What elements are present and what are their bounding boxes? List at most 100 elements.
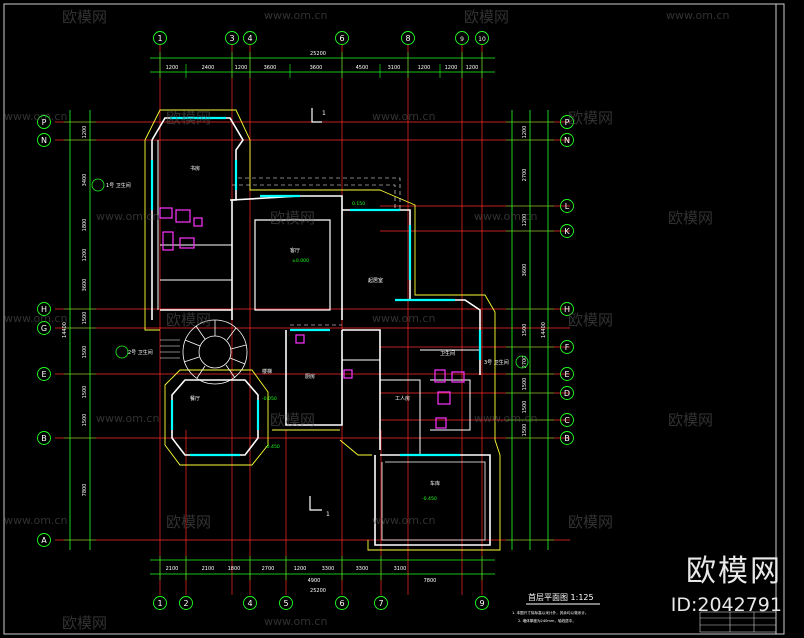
watermark-brand: 欧模网 xyxy=(166,513,212,531)
svg-text:E: E xyxy=(564,370,569,379)
watermark-url: www.om.cn xyxy=(372,110,436,123)
callout-bubbles xyxy=(91,178,529,369)
svg-text:3400: 3400 xyxy=(82,174,88,187)
svg-text:-0.450: -0.450 xyxy=(265,444,280,450)
svg-text:1500: 1500 xyxy=(82,312,88,325)
svg-text:7800: 7800 xyxy=(82,484,88,497)
dim-bottom-seg: 2700 xyxy=(262,566,275,572)
dim-bottom-seg: 3100 xyxy=(394,566,407,572)
svg-text:工人房: 工人房 xyxy=(395,395,410,402)
svg-text:1: 1 xyxy=(322,110,326,117)
dim-top-seg: 1200 xyxy=(466,65,479,71)
svg-text:7: 7 xyxy=(378,599,383,608)
svg-text:-0.450: -0.450 xyxy=(422,496,437,502)
svg-text:1200: 1200 xyxy=(522,126,528,139)
watermark-url: www.om.cn xyxy=(96,412,160,425)
svg-text:3: 3 xyxy=(229,34,234,43)
svg-text:B: B xyxy=(41,434,47,443)
svg-text:3600: 3600 xyxy=(522,264,528,277)
svg-text:N: N xyxy=(41,136,47,145)
svg-text:L: L xyxy=(565,202,570,211)
svg-text:1500: 1500 xyxy=(82,386,88,399)
svg-text:H: H xyxy=(564,305,570,314)
watermark-brand: 欧模网 xyxy=(464,8,510,26)
dim-top-seg: 3100 xyxy=(388,65,401,71)
dim-bottom-seg: 2100 xyxy=(202,566,215,572)
watermark-url: www.om.cn xyxy=(4,514,68,527)
dim-bottom-seg: 4900 xyxy=(308,578,321,584)
dim-bottom-seg: 3300 xyxy=(322,566,335,572)
svg-text:C: C xyxy=(564,416,570,425)
axis-bubble-labels-right: P N L K H F E D C B xyxy=(564,118,570,443)
svg-text:9: 9 xyxy=(460,36,464,43)
axis-bubble-labels-top: 1 3 4 6 8 9 10 xyxy=(157,34,486,43)
axis-bubbles-bottom xyxy=(153,596,489,610)
dim-bottom-seg: 7800 xyxy=(424,578,437,584)
axis-bubble-labels-bottom: 1 2 4 5 6 7 9 xyxy=(157,599,484,608)
svg-text:1200: 1200 xyxy=(82,126,88,139)
dim-top-seg: 3600 xyxy=(264,65,277,71)
section-marks xyxy=(309,108,322,511)
svg-text:餐厅: 餐厅 xyxy=(190,395,200,402)
svg-text:D: D xyxy=(564,389,570,398)
drawing-title: 首层平面图 1:125 xyxy=(528,592,594,602)
axis-bubbles-top xyxy=(153,31,489,45)
elevation-labels: ±0.000 -0.450 -0.050 0.150 -0.450 xyxy=(262,201,437,502)
watermark-brand: 欧模网 xyxy=(568,109,614,127)
watermark-brand: 欧模网 xyxy=(270,411,316,429)
dim-top-seg: 1200 xyxy=(418,65,431,71)
svg-text:4: 4 xyxy=(247,34,252,43)
svg-text:1800: 1800 xyxy=(82,219,88,232)
svg-text:1500: 1500 xyxy=(522,378,528,391)
dimension-text-left: 1200 3400 1800 1200 3600 1500 1500 1500 … xyxy=(62,126,88,497)
watermark-brand: 欧模网 xyxy=(568,513,614,531)
watermark-brand: 欧模网 xyxy=(568,311,614,329)
svg-text:1200: 1200 xyxy=(522,214,528,227)
watermark-brand: 欧模网 xyxy=(166,311,212,329)
stair-hatch xyxy=(160,339,180,359)
dimension-lines xyxy=(64,52,554,580)
dim-top-seg: 1200 xyxy=(235,65,248,71)
svg-text:1500: 1500 xyxy=(82,346,88,359)
svg-text:1500: 1500 xyxy=(522,401,528,414)
svg-text:8: 8 xyxy=(405,34,410,43)
watermark-url: www.om.cn xyxy=(264,615,328,628)
watermark-brand: 欧模网 xyxy=(62,8,108,26)
brand-id-text: ID:2042791 xyxy=(670,594,782,616)
axis-bubble-labels-left: P N H G E B A xyxy=(41,118,47,545)
watermark-brand: 欧模网 xyxy=(668,411,714,429)
dim-bottom-seg: 2100 xyxy=(166,566,179,572)
svg-text:书房: 书房 xyxy=(190,165,200,172)
watermark-url: www.om.cn xyxy=(372,312,436,325)
svg-text:1: 1 xyxy=(157,599,162,608)
svg-text:K: K xyxy=(564,227,570,236)
svg-text:2号 卫生间: 2号 卫生间 xyxy=(128,349,153,356)
watermark-brand: 欧模网 xyxy=(668,209,714,227)
svg-text:1号 卫生间: 1号 卫生间 xyxy=(106,182,131,189)
svg-text:3600: 3600 xyxy=(82,279,88,292)
svg-text:1: 1 xyxy=(326,511,330,518)
svg-text:A: A xyxy=(41,536,47,545)
svg-text:B: B xyxy=(564,434,570,443)
svg-text:1: 1 xyxy=(157,34,162,43)
svg-text:厨房: 厨房 xyxy=(305,373,315,380)
svg-text:14400: 14400 xyxy=(62,322,68,338)
svg-text:客厅: 客厅 xyxy=(290,247,300,254)
svg-text:10: 10 xyxy=(478,36,486,43)
svg-text:卫生间: 卫生间 xyxy=(440,350,455,357)
svg-text:车库: 车库 xyxy=(430,480,440,487)
axis-bubbles-left xyxy=(37,115,51,547)
watermark-url: www.om.cn xyxy=(4,312,68,325)
dim-bottom-seg: 1200 xyxy=(294,566,307,572)
svg-text:F: F xyxy=(565,343,570,352)
svg-text:14400: 14400 xyxy=(541,322,547,338)
svg-text:P: P xyxy=(42,118,47,127)
svg-text:1500: 1500 xyxy=(82,414,88,427)
svg-text:1500: 1500 xyxy=(522,324,528,337)
dim-top-seg: 4500 xyxy=(356,65,369,71)
svg-text:H: H xyxy=(41,305,47,314)
dim-top-seg: 1200 xyxy=(445,65,458,71)
title-block xyxy=(699,611,777,633)
watermark-brand: 欧模网 xyxy=(166,109,212,127)
